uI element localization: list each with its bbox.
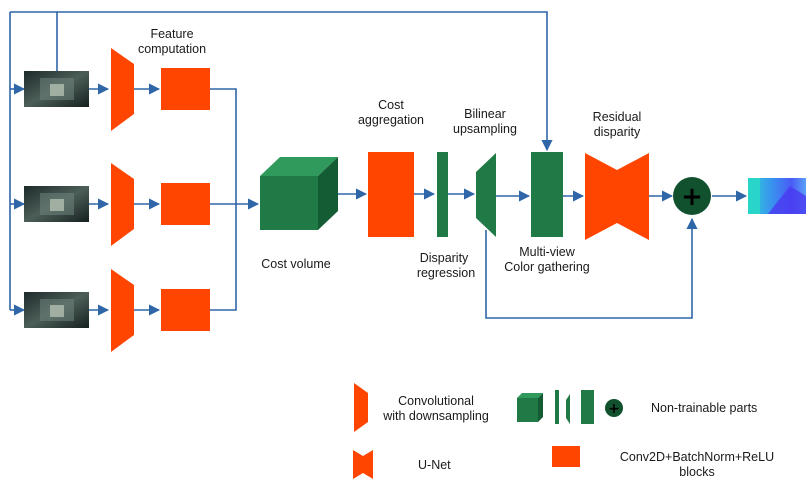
- skip-bottom-line: [485, 217, 698, 319]
- label-residual-disparity-1: Residual: [593, 110, 642, 124]
- label-residual-disparity-2: disparity: [594, 125, 641, 139]
- conv-downsampling-2: [111, 163, 134, 246]
- legend-conv-blocks-label-2: blocks: [679, 465, 714, 479]
- sum-node: +: [673, 177, 711, 215]
- legend: Convolutional with downsampling + Non-tr…: [353, 383, 774, 479]
- label-cost-aggregation-1: Cost: [378, 98, 404, 112]
- conv-blocks: [161, 68, 210, 331]
- label-feature-computation-2: computation: [138, 42, 206, 56]
- legend-conv-downsampling-swatch: [354, 383, 368, 432]
- unet-residual-disparity: [585, 153, 649, 240]
- cost-volume-cube: [260, 157, 338, 230]
- legend-non-trainable-swatches: +: [517, 390, 623, 424]
- bilinear-upsampling-shape: [476, 153, 496, 237]
- legend-unet-swatch: [353, 450, 373, 479]
- label-bilinear-upsampling-2: upsampling: [453, 122, 517, 136]
- label-cost-volume: Cost volume: [261, 257, 331, 271]
- connector-lines: [9, 11, 748, 319]
- legend-unet-label: U-Net: [418, 458, 451, 472]
- input-image-3: [24, 292, 89, 328]
- label-multi-view-2: Color gathering: [504, 260, 590, 274]
- conv-downsampling-layers: [111, 48, 134, 352]
- skip-top-line: [56, 11, 553, 152]
- legend-conv-blocks-label-1: Conv2D+BatchNorm+ReLU: [620, 450, 774, 464]
- legend-conv-downsampling-label-2: with downsampling: [382, 409, 489, 423]
- sum-symbol: +: [681, 182, 703, 212]
- label-disparity-regression-1: Disparity: [420, 251, 469, 265]
- output-disparity-map: [748, 178, 806, 214]
- conv-downsampling-3: [111, 269, 134, 352]
- conv-block-1: [161, 68, 210, 110]
- multi-view-color-gathering-block: [531, 152, 563, 237]
- label-multi-view-1: Multi-view: [519, 245, 576, 259]
- diagram-labels: Feature computation Cost aggregation Bil…: [138, 27, 641, 280]
- blocks-merge-line: [210, 88, 237, 311]
- conv-block-2: [161, 183, 210, 225]
- legend-conv-blocks-swatch: [552, 446, 580, 467]
- legend-conv-downsampling-label-1: Convolutional: [398, 394, 474, 408]
- conv-downsampling-1: [111, 48, 134, 131]
- input-image-1: [24, 71, 89, 107]
- input-images: [24, 71, 89, 328]
- label-feature-computation-1: Feature: [150, 27, 193, 41]
- label-cost-aggregation-2: aggregation: [358, 113, 424, 127]
- cost-aggregation-block: [368, 152, 414, 237]
- legend-sum-symbol: +: [608, 401, 620, 417]
- legend-non-trainable-label: Non-trainable parts: [651, 401, 757, 415]
- disparity-regression-bar: [437, 152, 448, 237]
- conv-block-3: [161, 289, 210, 331]
- label-bilinear-upsampling-1: Bilinear: [464, 107, 506, 121]
- input-image-2: [24, 186, 89, 222]
- label-disparity-regression-2: regression: [417, 266, 475, 280]
